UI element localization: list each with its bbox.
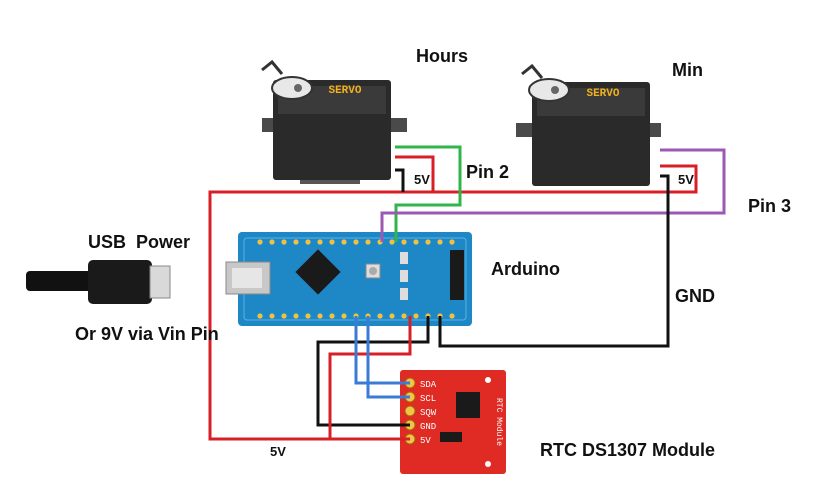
label-gnd: GND: [675, 286, 715, 306]
servo-hours-label: SERVO: [328, 85, 361, 97]
label-pin2: Pin 2: [466, 162, 510, 182]
rtc-pin-scl: SCL: [420, 394, 436, 404]
wire-5v-main: [208, 164, 698, 441]
wire-gnd-hours: [395, 168, 405, 192]
wire-gnd-rtc: [316, 316, 430, 427]
rtc-pin-5v: 5V: [420, 436, 431, 446]
label-usb-power: USB Power: [88, 232, 191, 252]
label-hours: Hours: [416, 46, 469, 66]
wire-5v-rtc: [328, 316, 412, 439]
wire-5v-hours: [395, 155, 435, 192]
rtc-pin-gnd: GND: [420, 422, 436, 432]
servo-min-label: SERVO: [586, 88, 619, 100]
rtc-board-text: RTC Module: [494, 398, 503, 446]
servo-min: SERVO: [516, 63, 661, 186]
wire-signal-pin3: [380, 148, 726, 242]
wire-gnd-min: [438, 174, 670, 348]
label-rtc-module: RTC DS1307 Module: [540, 440, 716, 460]
servo-hours: SERVO: [261, 59, 407, 184]
label-5v-min: 5V: [678, 172, 694, 187]
label-5v-hours: 5V: [414, 172, 430, 187]
label-arduino: Arduino: [491, 259, 560, 279]
wire-scl: [366, 316, 410, 399]
wire-signal-pin2: [394, 145, 462, 242]
rtc-pin-sqw: SQW: [420, 408, 437, 418]
label-5v-bottom: 5V: [270, 444, 286, 459]
rtc-pin-sda: SDA: [420, 380, 437, 390]
arduino-nano-board: [225, 232, 472, 326]
wire-sda: [354, 316, 410, 385]
rtc-module-board: SDA SCL SQW GND 5V RTC Module: [400, 370, 506, 474]
usb-plug: [26, 260, 171, 304]
label-or-9v: Or 9V via Vin Pin: [75, 324, 219, 344]
label-min: Min: [672, 60, 703, 80]
label-pin3: Pin 3: [748, 196, 792, 216]
